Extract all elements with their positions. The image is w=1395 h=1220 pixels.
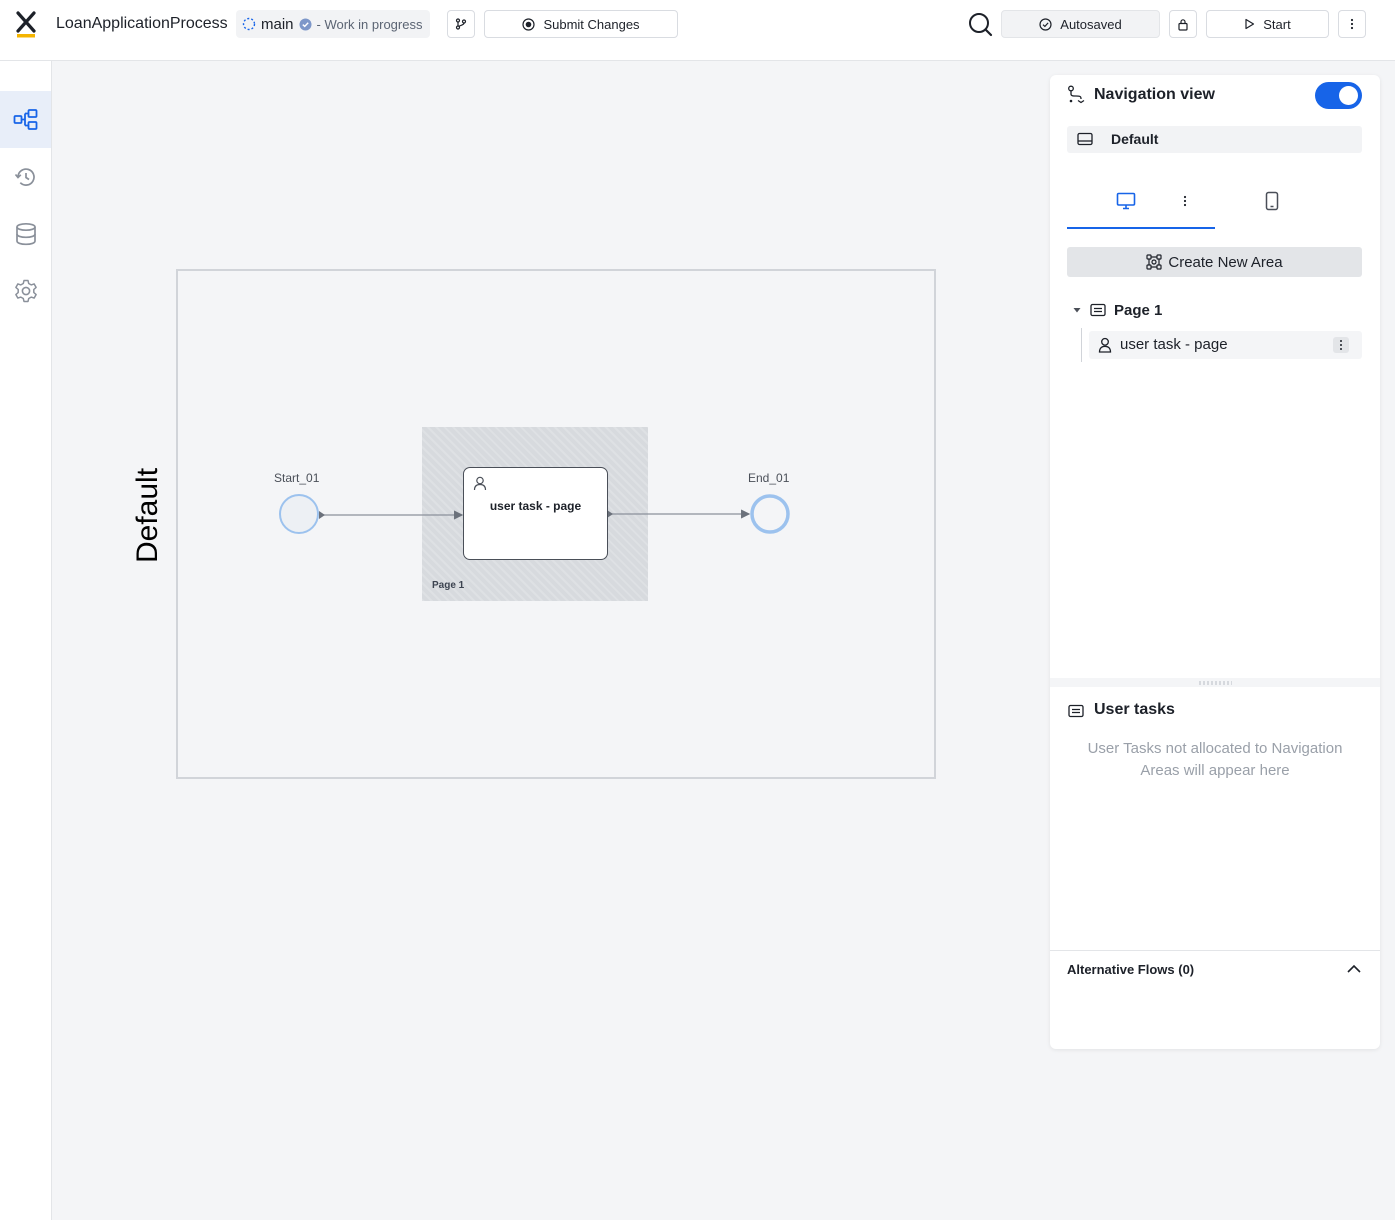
- more-options-button[interactable]: [1338, 10, 1366, 38]
- layout-panel-icon: [1077, 132, 1093, 146]
- caret-down-icon[interactable]: [1072, 305, 1082, 315]
- start-event-label: Start_01: [274, 471, 320, 485]
- branch-name: main: [261, 15, 294, 33]
- navigation-view-panel: Navigation view Default: [1050, 75, 1380, 1049]
- check-circle-icon: [1039, 17, 1052, 31]
- active-tab-indicator: [1067, 227, 1215, 229]
- top-bar: LoanApplicationProcess main - Work in pr…: [0, 0, 1395, 61]
- play-icon: [1245, 18, 1255, 30]
- process-title: LoanApplicationProcess: [56, 15, 228, 32]
- branch-status: - Work in progress: [316, 16, 423, 32]
- tree-item-options-button[interactable]: [1333, 337, 1349, 353]
- kebab-menu-icon: [1340, 340, 1342, 350]
- swimlane-pool[interactable]: [176, 269, 936, 779]
- start-label: Start: [1263, 16, 1291, 32]
- start-event[interactable]: [279, 494, 319, 534]
- user-task-node[interactable]: user task - page: [463, 467, 608, 560]
- kebab-menu-icon: [1350, 18, 1354, 30]
- kebab-menu-icon: [1183, 195, 1187, 207]
- tree-page-label: Page 1: [1114, 301, 1163, 319]
- default-navigation-row[interactable]: Default: [1067, 126, 1362, 153]
- user-tasks-empty-message: User Tasks not allocated to Navigation A…: [1087, 740, 1343, 779]
- verified-badge-icon: [299, 18, 312, 30]
- desktop-monitor-icon: [1116, 192, 1136, 210]
- flow-source-marker: [607, 510, 613, 518]
- navigation-view-toggle[interactable]: [1315, 82, 1362, 109]
- create-new-area-button[interactable]: Create New Area: [1067, 247, 1362, 277]
- work-in-progress-icon: [242, 17, 256, 31]
- submit-changes-button[interactable]: Submit Changes: [484, 10, 678, 38]
- sidebar-item-data-model[interactable]: [0, 205, 51, 262]
- page-list-icon: [1090, 303, 1106, 317]
- create-area-icon: [1146, 254, 1162, 270]
- autosaved-label: Autosaved: [1060, 16, 1122, 32]
- user-icon: [1098, 337, 1112, 353]
- process-flow-icon: [13, 108, 37, 130]
- tree-child-label: user task - page: [1120, 336, 1228, 353]
- search-icon: [969, 13, 993, 37]
- tree-connector: [1081, 328, 1082, 362]
- navigation-area-label: Page 1: [432, 580, 465, 591]
- tab-mobile[interactable]: [1259, 187, 1285, 215]
- radio-dot-icon: [522, 17, 536, 31]
- user-tasks-title: User tasks: [1094, 701, 1175, 718]
- create-new-area-label: Create New Area: [1168, 253, 1283, 271]
- git-branch-icon: [455, 18, 467, 30]
- end-event-label: End_01: [748, 471, 790, 485]
- tree-item-page-1[interactable]: Page 1: [1072, 299, 1162, 321]
- start-button[interactable]: Start: [1206, 10, 1329, 38]
- navigation-view-title: Navigation view: [1094, 86, 1215, 103]
- tab-web[interactable]: [1111, 187, 1141, 215]
- autosaved-status: Autosaved: [1001, 10, 1160, 38]
- lock-icon: [1178, 18, 1188, 31]
- user-tasks-list-icon: [1068, 704, 1084, 718]
- settings-gear-icon: [14, 279, 37, 302]
- toggle-knob: [1339, 86, 1358, 105]
- submit-changes-label: Submit Changes: [543, 16, 640, 32]
- flowx-logo-icon[interactable]: [14, 11, 38, 39]
- tab-options-button[interactable]: [1177, 187, 1193, 215]
- database-icon: [15, 222, 36, 245]
- user-task-icon: [473, 476, 487, 491]
- mobile-phone-icon: [1265, 191, 1279, 211]
- alternative-flows-title: Alternative Flows (0): [1067, 962, 1195, 977]
- flow-source-marker: [319, 511, 325, 519]
- sidebar-item-process[interactable]: [0, 91, 51, 148]
- user-task-label: user task - page: [489, 499, 582, 513]
- sidebar-item-settings[interactable]: [0, 262, 51, 319]
- lock-button[interactable]: [1169, 10, 1197, 38]
- sidebar-item-history[interactable]: [0, 148, 51, 205]
- chevron-up-icon[interactable]: [1346, 964, 1362, 974]
- end-event[interactable]: [750, 494, 790, 534]
- left-sidebar: [0, 61, 52, 1220]
- branch-actions-button[interactable]: [447, 10, 475, 38]
- drag-handle-icon[interactable]: [1198, 681, 1232, 685]
- navigation-route-icon: [1068, 85, 1085, 104]
- platform-tabs: [1067, 175, 1362, 230]
- tree-item-user-task[interactable]: user task - page: [1089, 331, 1362, 359]
- section-divider: [1050, 950, 1380, 951]
- branch-selector[interactable]: main - Work in progress: [236, 10, 431, 38]
- default-navigation-label: Default: [1111, 131, 1159, 147]
- history-icon: [14, 167, 35, 186]
- search-button[interactable]: [966, 10, 994, 38]
